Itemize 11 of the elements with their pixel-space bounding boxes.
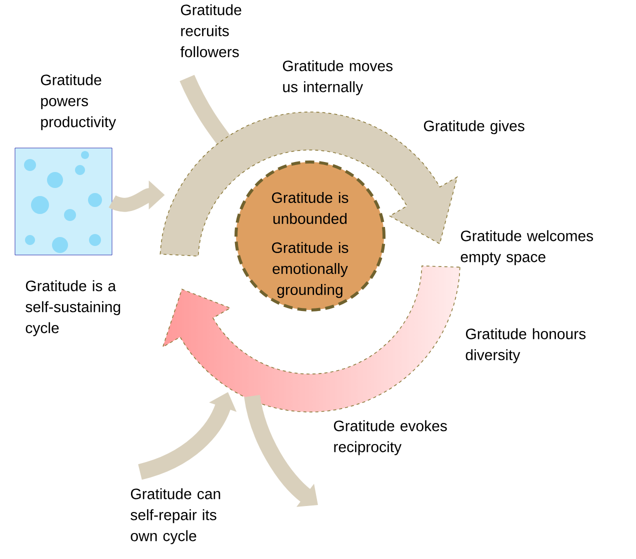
caption-text: Gratitude can self-repair its own cycle [130, 488, 220, 544]
circle-text: Gratitude is emotionally grounding [272, 242, 348, 298]
caption-text: Gratitude powers productivity [40, 74, 116, 130]
circle-text: Gratitude is unbounded [272, 192, 348, 224]
caption-text: Gratitude gives [424, 120, 524, 134]
caption-text: Gratitude welcomes empty space [460, 230, 594, 266]
caption-text: Gratitude recruits followers [180, 4, 242, 58]
caption-text: Gratitude honours diversity [466, 328, 586, 364]
caption-text: Gratitude evokes reciprocity [334, 420, 447, 456]
caption-text: Gratitude is a self-sustaining cycle [26, 280, 120, 336]
caption-text: Gratitude moves us internally [282, 60, 393, 96]
